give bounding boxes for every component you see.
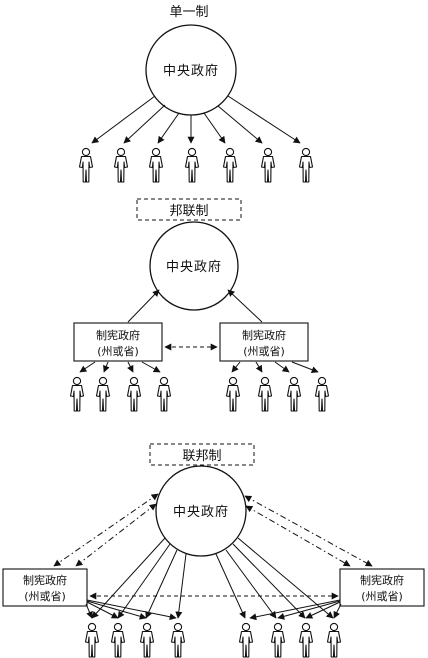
person-icon bbox=[222, 147, 238, 183]
confederation-right-state-box bbox=[219, 322, 309, 362]
unitary-title: 单一制 bbox=[169, 5, 208, 20]
person-icon bbox=[113, 147, 129, 183]
confederation-central-government-circle bbox=[149, 221, 239, 311]
person-icon bbox=[298, 147, 314, 183]
confederation-central-government-label: 中央政府 bbox=[166, 260, 222, 275]
unitary-arrows bbox=[91, 95, 301, 144]
federation-central-state-links bbox=[53, 493, 373, 600]
federation-left-state-box bbox=[2, 568, 88, 607]
person-icon bbox=[270, 622, 286, 658]
unitary-citizens bbox=[78, 147, 314, 183]
person-icon bbox=[95, 376, 111, 412]
person-icon bbox=[298, 622, 314, 658]
confederation-right-state-line2: (州或省) bbox=[243, 345, 285, 358]
federation-right-state-box bbox=[339, 568, 425, 607]
person-icon bbox=[184, 147, 200, 183]
confederation-arrows bbox=[79, 289, 319, 374]
confederation-section: 邦联制 中央政府 制宪政府 (州或省) 制宪政府 (州或省) bbox=[69, 198, 330, 412]
person-icon bbox=[78, 147, 94, 183]
person-icon bbox=[170, 622, 186, 658]
confederation-left-state-line1: 制宪政府 bbox=[96, 328, 140, 342]
person-icon bbox=[110, 622, 126, 658]
federation-title-box bbox=[149, 443, 255, 466]
federation-left-state-line2: (州或省) bbox=[24, 590, 66, 603]
confederation-left-state-line2: (州或省) bbox=[97, 345, 139, 358]
federation-state-citizen-arrows bbox=[85, 599, 342, 621]
person-icon bbox=[238, 622, 254, 658]
federation-citizens bbox=[84, 622, 342, 658]
unitary-central-government-label: 中央政府 bbox=[163, 64, 219, 79]
person-icon bbox=[156, 376, 172, 412]
person-icon bbox=[314, 376, 330, 412]
person-icon bbox=[84, 622, 100, 658]
federation-central-government-label: 中央政府 bbox=[173, 505, 229, 520]
person-icon bbox=[257, 376, 273, 412]
person-icon bbox=[260, 147, 276, 183]
confederation-left-state-box bbox=[73, 322, 163, 362]
federation-left-state-line1: 制宪政府 bbox=[23, 573, 67, 587]
confederation-title: 邦联制 bbox=[169, 204, 208, 219]
unitary-section: 单一制 中央政府 bbox=[78, 5, 314, 183]
federation-right-state-line1: 制宪政府 bbox=[360, 573, 404, 587]
person-icon bbox=[286, 376, 302, 412]
person-icon bbox=[225, 376, 241, 412]
person-icon bbox=[126, 376, 142, 412]
confederation-citizens bbox=[69, 376, 330, 412]
federation-title: 联邦制 bbox=[182, 449, 221, 464]
person-icon bbox=[139, 622, 155, 658]
federation-right-state-line2: (州或省) bbox=[361, 590, 403, 603]
person-icon bbox=[148, 147, 164, 183]
federation-section: 联邦制 中央政府 制宪政府 (州或省) 制宪政府 (州或省) bbox=[2, 443, 425, 658]
person-icon bbox=[69, 376, 85, 412]
confederation-title-box bbox=[136, 198, 242, 221]
confederation-right-state-line1: 制宪政府 bbox=[242, 328, 286, 342]
person-icon bbox=[326, 622, 342, 658]
